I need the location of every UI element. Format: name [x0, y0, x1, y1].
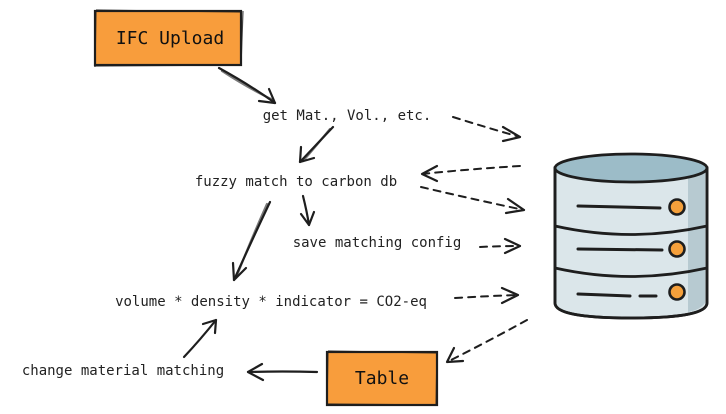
table-label: Table [355, 368, 409, 389]
arrow-ifc-to-get [217, 66, 277, 105]
dashed-arrow-db-to-table [445, 319, 528, 364]
ifc-upload-label: IFC Upload [116, 28, 224, 49]
fuzzy-match-step: fuzzy match to carbon db [195, 174, 397, 190]
dashed-arrow-get-to-db [452, 116, 522, 143]
database-icon [553, 152, 709, 320]
save-config-step: save matching config [293, 235, 462, 251]
table-box[interactable]: Table [325, 350, 439, 407]
dashed-arrow-save-to-db [479, 237, 522, 255]
change-matching-step: change material matching [22, 363, 224, 379]
arrow-get-to-fuzzy [298, 125, 335, 164]
arrow-table-to-change [246, 362, 319, 382]
arrow-fuzzy-to-formula [231, 200, 272, 282]
dashed-arrow-fuzzy-to-db [420, 186, 526, 215]
formula-step: volume * density * indicator = CO2-eq [115, 294, 427, 310]
arrow-fuzzy-to-save [299, 194, 316, 227]
dashed-arrow-formula-to-db [454, 286, 520, 305]
get-mat-step: get Mat., Vol., etc. [263, 108, 432, 124]
dashed-arrow-db-to-fuzzy [420, 164, 521, 183]
arrow-change-to-formula [182, 318, 218, 359]
ifc-upload-box[interactable]: IFC Upload [93, 9, 244, 68]
